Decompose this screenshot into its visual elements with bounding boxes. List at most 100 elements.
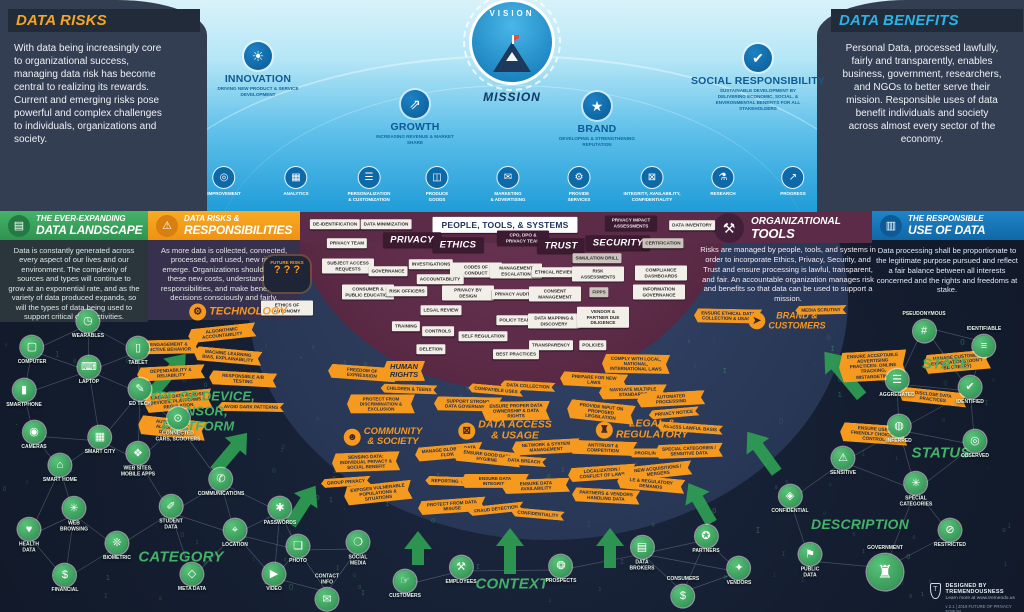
binary-glyph: ·	[256, 435, 262, 445]
chip-antitrust-competition: ANTITRUST & COMPETITION	[569, 440, 637, 457]
binary-glyph: ·	[762, 433, 768, 443]
binary-glyph: O	[125, 355, 131, 365]
data-risks-panel: DATA RISKS With data being increasingly …	[0, 0, 207, 212]
box-deletion: DELETION	[416, 344, 446, 354]
binary-glyph: ·	[682, 355, 686, 362]
chat-icon: ❍	[347, 531, 369, 554]
node-label: CONFIDENTIAL	[771, 508, 809, 515]
progress-icon: ↗	[781, 166, 805, 189]
laptop-icon: ⌨	[78, 356, 100, 379]
node-customers: ☞CUSTOMERS	[389, 570, 421, 600]
code-icon: ◇	[181, 563, 203, 586]
heading-community-society: ☻COMMUNITY& SOCIETY	[343, 426, 422, 448]
box-cpo-dpo-privacy-team: CPO, DPO & PRIVACY TEAM	[497, 230, 549, 246]
lightbulb-icon: ☀	[244, 42, 272, 70]
binary-glyph: ·	[426, 556, 431, 563]
benefit-label: MARKETING & ADVERTISING	[490, 191, 526, 202]
binary-glyph: 1	[920, 591, 924, 598]
megaphone-icon: ➤	[748, 312, 766, 330]
binary-glyph: O	[353, 573, 356, 579]
node-label: LOCATION	[222, 542, 248, 549]
binary-glyph: 0	[943, 378, 948, 388]
node-inferred: ◍INFERRED	[886, 415, 912, 445]
binary-glyph: 0	[546, 473, 551, 483]
heart-icon: ♥	[18, 518, 40, 541]
heading-data-access-usage: ⊠DATA ACCESS& USAGE	[458, 419, 552, 443]
binary-glyph: 1	[548, 598, 552, 605]
benefit-label: PERSONALIZATION & CUSTOMIZATION	[347, 191, 391, 202]
binary-glyph: I	[332, 465, 338, 475]
binary-glyph: ·	[985, 463, 990, 473]
node-consumers: CONSUMERS$	[667, 576, 699, 607]
service-icon: ⚙	[567, 166, 591, 189]
designed-by-text: DESIGNED BY TREMENDOUSNESS	[945, 583, 1004, 595]
warning-icon: ⚠	[156, 214, 178, 237]
box-transparency: TRANSPARENCY	[529, 340, 573, 350]
node-label: FINANCIAL	[51, 587, 79, 594]
binary-glyph: 1	[598, 587, 602, 594]
binary-glyph: 0	[25, 480, 29, 487]
box-governance: GOVERNANCE	[368, 266, 408, 276]
binary-glyph: 0	[723, 574, 727, 581]
box-ethics: ETHICS	[432, 237, 484, 253]
binary-glyph: I	[722, 367, 727, 376]
student-icon: ✐	[160, 495, 182, 518]
benefit-improvement: ◎IMPROVEMENT	[207, 166, 241, 197]
node-label: VIDEO	[266, 586, 282, 593]
people-icon: ☻	[343, 428, 361, 446]
node-wearables: ◷WEARABLES	[72, 310, 104, 340]
node-label: STUDENT DATA	[159, 518, 183, 530]
star-badge-icon: ★	[583, 92, 611, 120]
node-label: SMART HOME	[42, 477, 78, 484]
house-icon: ⌂	[48, 454, 71, 477]
monitor-icon: ▢	[21, 336, 43, 359]
binary-glyph: I	[619, 557, 625, 566]
responsible-title-line1: THE RESPONSIBLE	[908, 213, 984, 223]
binary-glyph: ·	[259, 347, 264, 355]
tools-body: Risks are managed by people, tools, and …	[700, 245, 876, 304]
node-label: SPECIAL CATEGORIES	[899, 495, 933, 507]
data-risks-body: With data being increasingly core to org…	[14, 43, 162, 145]
node-video: ▶VIDEO	[263, 563, 285, 593]
node-sensitive: ⚠SENSITIVE	[830, 447, 856, 477]
database-icon: ▤	[8, 214, 30, 237]
box-consent-management: CONSENT MANAGEMENT	[529, 286, 581, 302]
binary-glyph: 0	[466, 383, 471, 392]
globe-icon: ✳	[63, 497, 85, 520]
box-information-governance: INFORMATION GOVERNANCE	[633, 284, 685, 300]
node-pseudonymous: PSEUDONYMOUS#	[902, 311, 946, 342]
binary-glyph: 1	[265, 514, 271, 524]
node-label: AGGREGATED	[879, 392, 915, 399]
eye-icon: ◎	[963, 430, 986, 453]
binary-glyph: O	[180, 531, 185, 540]
node-label: SMART CITY	[84, 449, 116, 456]
node-label: TABLET	[128, 360, 148, 367]
chart-icon: ▦	[284, 166, 308, 189]
box-simulation-drill: SIMULATION DRILL	[572, 253, 622, 263]
handshake-icon: ✪	[694, 525, 717, 548]
binary-glyph: 0	[826, 332, 831, 342]
binary-glyph: 1	[288, 530, 293, 537]
quadrant-subtitle: SUSTAINABLE DEVELOPMENT BY DELIVERING EC…	[715, 88, 801, 111]
node-identified: ✔IDENTIFIED	[956, 376, 984, 406]
green-heading-context: CONTEXT	[475, 575, 549, 593]
binary-glyph: 0	[182, 551, 187, 561]
box-de-identification: DE-IDENTIFICATION	[309, 219, 361, 229]
future-risks-marks: ? ? ?	[273, 264, 301, 276]
binary-glyph: 0	[358, 585, 362, 592]
node-smart-city: ▦SMART CITY	[84, 426, 116, 456]
quadrant-subtitle: INCREASING REVENUE & MARKET SHARE	[376, 134, 454, 145]
node-social-media: ❍SOCIAL MEDIA	[347, 531, 369, 567]
box-ethical-reviews: ETHICAL REVIEWS	[531, 267, 581, 277]
future-risks-label: FUTURE RISKS	[270, 260, 304, 265]
binary-glyph: 1	[1007, 521, 1012, 530]
node-computer: ▢COMPUTER	[18, 336, 46, 366]
binary-glyph: 0	[928, 580, 932, 586]
node-web-browsing: ✳WEB BROWSING	[60, 497, 88, 533]
graduation-icon: ✎	[129, 378, 151, 401]
node-partners: ✪PARTNERS	[692, 525, 720, 555]
building-icon: ▤	[630, 536, 653, 559]
quadrant-label: GROWTH	[390, 121, 440, 133]
silhouette-icon: ◍	[888, 415, 910, 438]
